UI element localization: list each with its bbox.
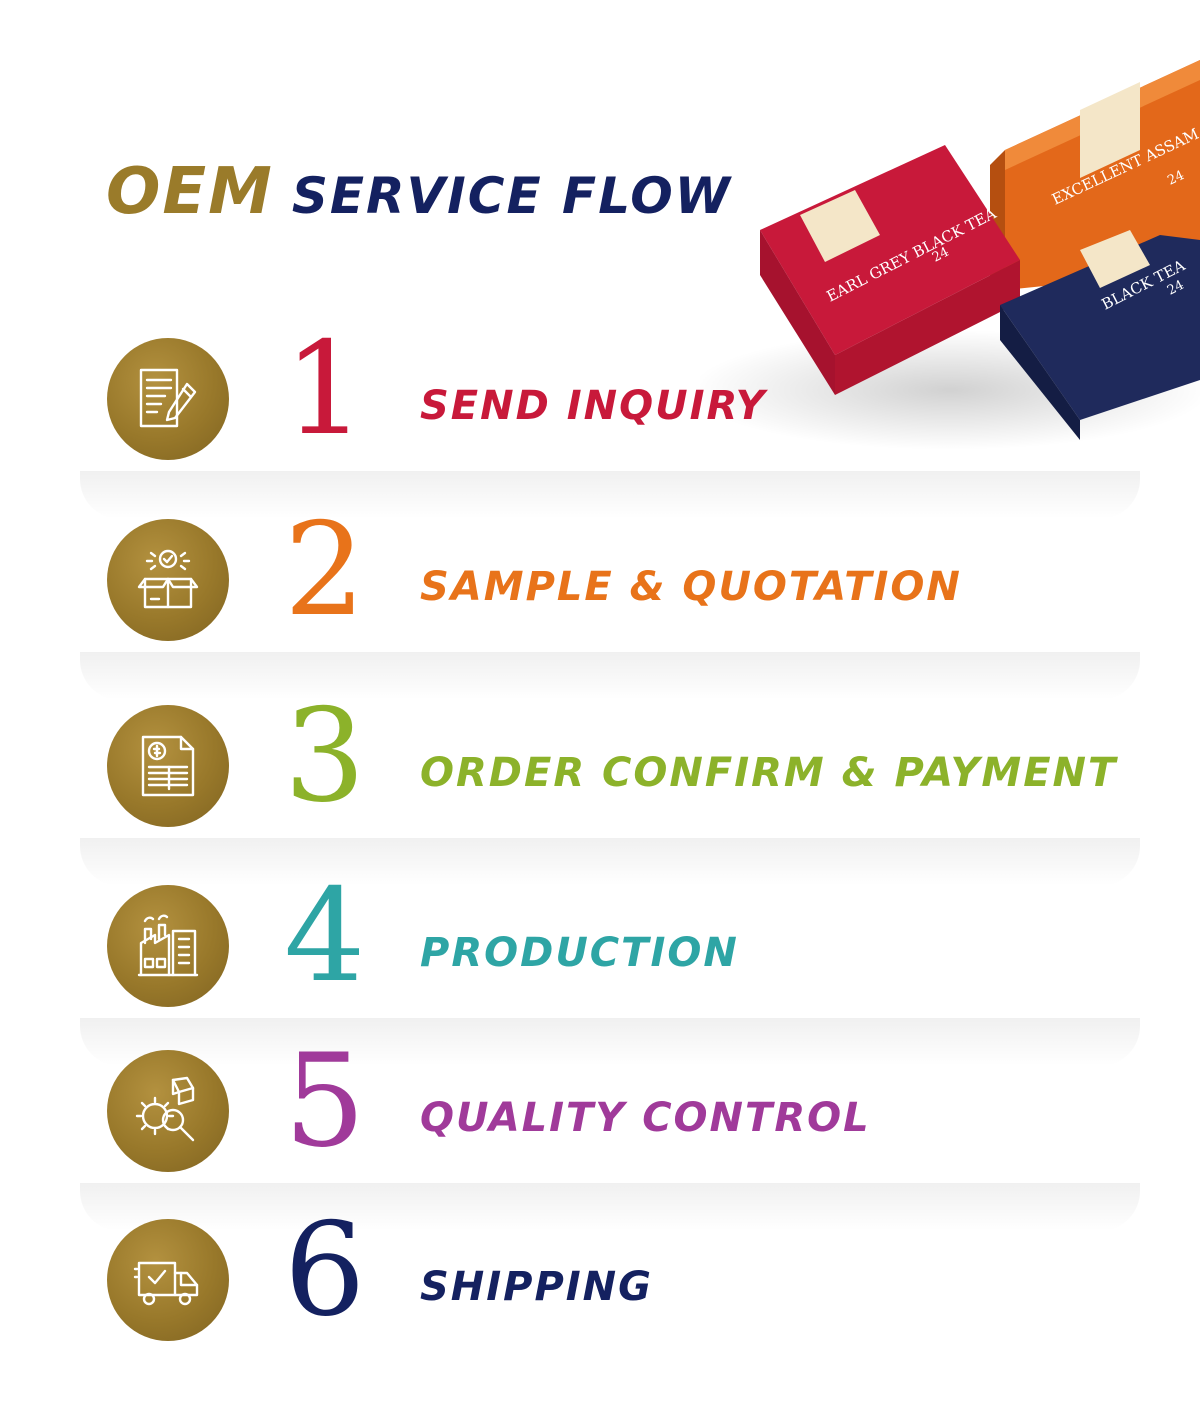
- step-label: PRODUCTION: [420, 930, 739, 976]
- step-icon-circle: [107, 519, 229, 641]
- box-check-icon: [137, 549, 199, 609]
- step-number: 2: [284, 496, 366, 645]
- factory-icon: [137, 914, 199, 977]
- step-number: 1: [284, 315, 366, 464]
- step-number: 3: [284, 682, 366, 831]
- truck-icon: [133, 1261, 199, 1306]
- box-count-navy: 24: [1165, 278, 1187, 299]
- step-number: 4: [284, 862, 366, 1011]
- step-label: ORDER CONFIRM & PAYMENT: [420, 750, 1118, 796]
- step-quality-control: 5 QUALITY CONTROL: [0, 1038, 1200, 1231]
- step-label: SEND INQUIRY: [420, 383, 767, 429]
- box-count-orange: 24: [1165, 168, 1186, 189]
- step-label: QUALITY CONTROL: [420, 1095, 871, 1141]
- step-icon-circle: [107, 705, 229, 827]
- invoice-dollar-icon: [141, 735, 195, 797]
- step-divider-shadow: [80, 1018, 1140, 1066]
- step-divider-shadow: [80, 838, 1140, 886]
- step-sample-quotation: 2 SAMPLE & QUOTATION: [0, 507, 1200, 700]
- step-icon-circle: [107, 1050, 229, 1172]
- step-label: SHIPPING: [420, 1264, 653, 1310]
- step-divider-shadow: [80, 1183, 1140, 1231]
- step-icon-circle: [107, 1219, 229, 1341]
- step-send-inquiry: 1 SEND INQUIRY: [0, 326, 1200, 519]
- step-shipping: 6 SHIPPING: [0, 1207, 1200, 1399]
- step-number: 6: [284, 1196, 366, 1345]
- step-divider-shadow: [80, 652, 1140, 700]
- step-divider-shadow: [80, 471, 1140, 519]
- gear-magnifier-icon: [135, 1076, 195, 1142]
- step-icon-circle: [107, 885, 229, 1007]
- tea-boxes-illustration: EXCELLENT ASSAM BLACK 24 EARL GREY BLACK…: [700, 60, 1200, 450]
- tea-box-red: EARL GREY BLACK TEA 24: [760, 145, 1020, 395]
- box-count-red: 24: [930, 245, 952, 266]
- step-icon-circle: [107, 338, 229, 460]
- tea-box-navy: BLACK TEA 24: [1000, 230, 1200, 440]
- document-pencil-icon: [139, 368, 197, 428]
- title-service-flow: SERVICE FLOW: [291, 167, 732, 225]
- step-order-confirm-payment: 3 ORDER CONFIRM & PAYMENT: [0, 693, 1200, 886]
- step-number: 5: [284, 1027, 366, 1176]
- step-label: SAMPLE & QUOTATION: [420, 564, 962, 610]
- title-oem: OEM: [106, 155, 274, 229]
- step-production: 4 PRODUCTION: [0, 873, 1200, 1066]
